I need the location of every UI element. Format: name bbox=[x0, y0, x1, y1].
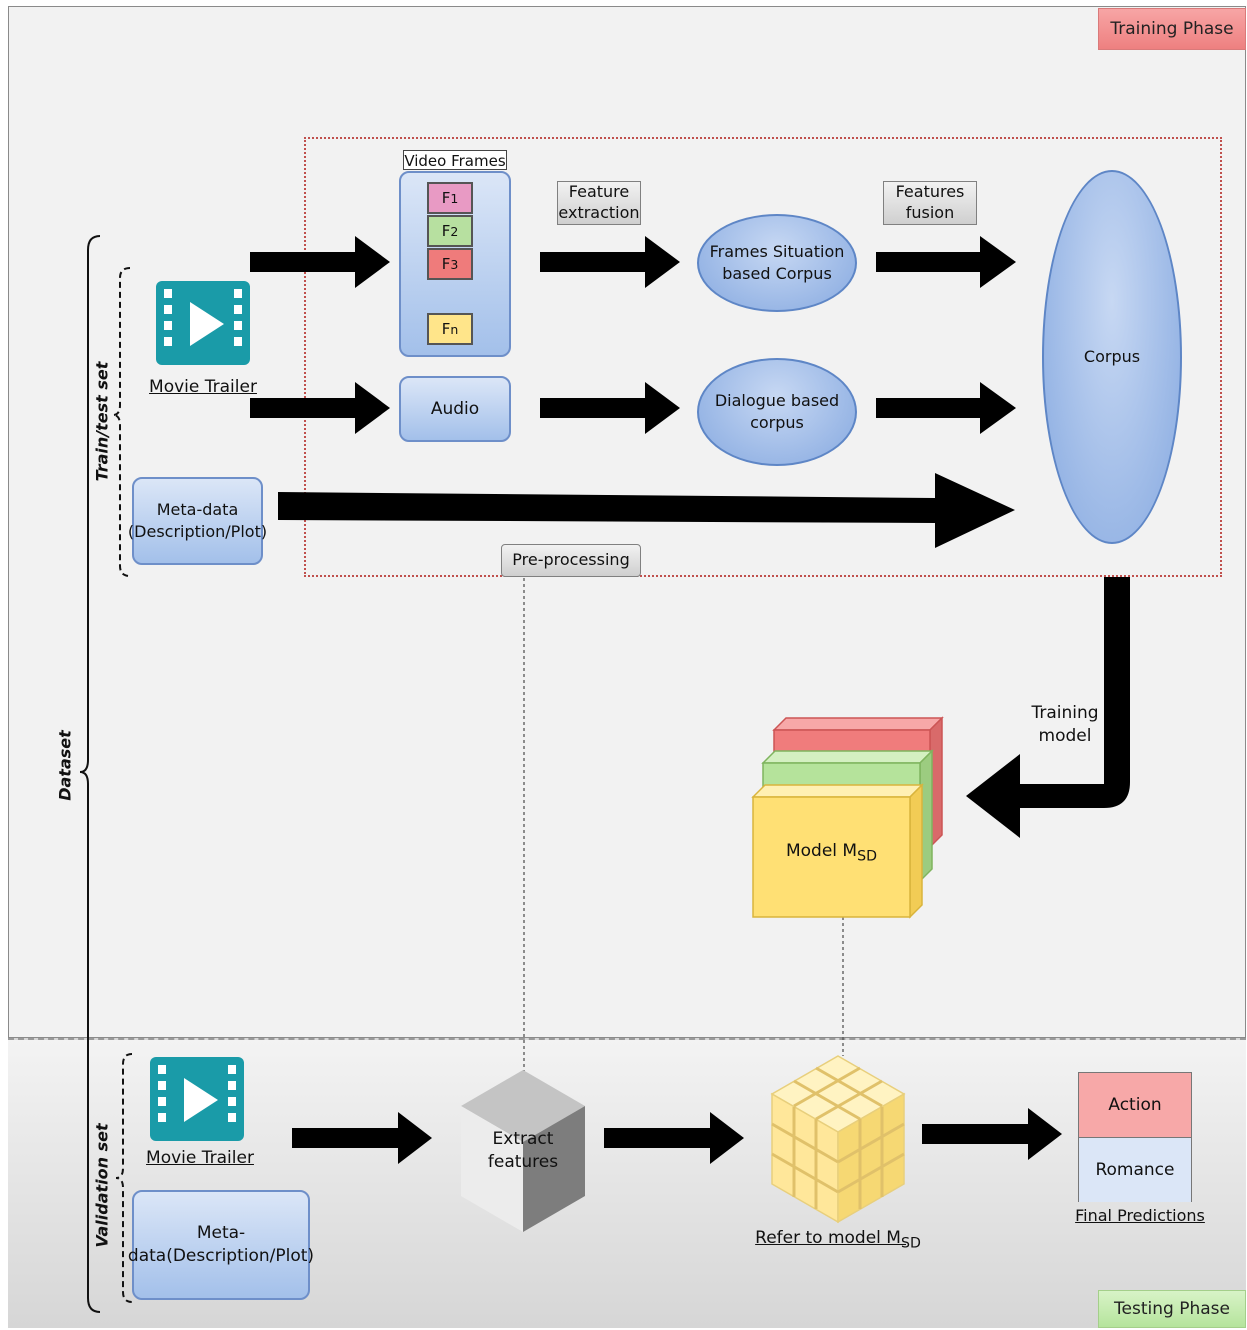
final-predictions-box: Action Romance bbox=[1078, 1072, 1192, 1202]
extract-features-cube bbox=[461, 1070, 585, 1232]
arrow-trailer-to-extract bbox=[292, 1112, 432, 1164]
arrow-frames-to-corpus bbox=[540, 236, 680, 288]
testing-phase-label: Testing Phase bbox=[1098, 1290, 1246, 1328]
extract-features-label: Extract features bbox=[487, 1129, 559, 1172]
validation-meta-data-box: Meta-data(Description/Plot) bbox=[128, 1190, 314, 1300]
action-class: Action bbox=[1079, 1073, 1191, 1138]
arrow-metadata-to-corpus bbox=[278, 473, 1015, 548]
feature-extraction-label: Feature extraction bbox=[557, 181, 641, 225]
pre-processing-region bbox=[304, 137, 1222, 577]
dataset-label: Dataset bbox=[55, 730, 75, 801]
refer-model-label: Refer to model MSD bbox=[755, 1228, 921, 1252]
movie-trailer-label: Movie Trailer bbox=[149, 377, 257, 397]
validation-movie-trailer-label: Movie Trailer bbox=[146, 1148, 254, 1168]
video-frames-label: Video Frames bbox=[403, 150, 507, 170]
validation-movie-trailer-video-icon bbox=[150, 1057, 244, 1141]
movie-trailer-video-icon bbox=[156, 281, 250, 365]
validation-set-label: Validation set bbox=[92, 1123, 112, 1248]
train-test-set-label: Train/test set bbox=[92, 361, 112, 482]
corpus-ellipse: Corpus bbox=[1042, 170, 1182, 544]
train-test-brace bbox=[112, 267, 131, 577]
refer-model-cube bbox=[770, 1055, 906, 1224]
arrow-trailer-to-frames bbox=[250, 236, 390, 288]
frames-situation-corpus: Frames Situation based Corpus bbox=[697, 214, 857, 312]
features-fusion-label: Features fusion bbox=[883, 181, 977, 225]
dialogue-based-corpus: Dialogue based corpus bbox=[697, 358, 857, 466]
arrow-frames-corpus-to-corpus bbox=[876, 236, 1016, 288]
training-phase-label: Training Phase bbox=[1098, 8, 1246, 50]
meta-data-box: Meta-data (Description/Plot) bbox=[128, 477, 267, 565]
arrow-extract-to-refer bbox=[604, 1112, 744, 1164]
training-model-label: Training model bbox=[1031, 703, 1099, 746]
romance-class: Romance bbox=[1079, 1138, 1191, 1202]
model-msd-label: Model MSD bbox=[785, 841, 877, 865]
model-stack-graphic bbox=[751, 716, 944, 919]
validation-brace bbox=[115, 1053, 133, 1303]
arrow-refer-to-predictions bbox=[922, 1108, 1062, 1160]
final-predictions-label: Final Predictions bbox=[1075, 1206, 1205, 1225]
arrow-dialogue-to-corpus bbox=[876, 382, 1016, 434]
dataset-brace bbox=[79, 235, 101, 1313]
pre-processing-label: Pre-processing bbox=[501, 544, 641, 577]
arrow-corpus-to-model bbox=[966, 577, 1130, 838]
arrow-audio-to-corpus bbox=[540, 382, 680, 434]
audio-box: Audio bbox=[399, 376, 511, 442]
arrow-trailer-to-audio bbox=[250, 382, 390, 434]
